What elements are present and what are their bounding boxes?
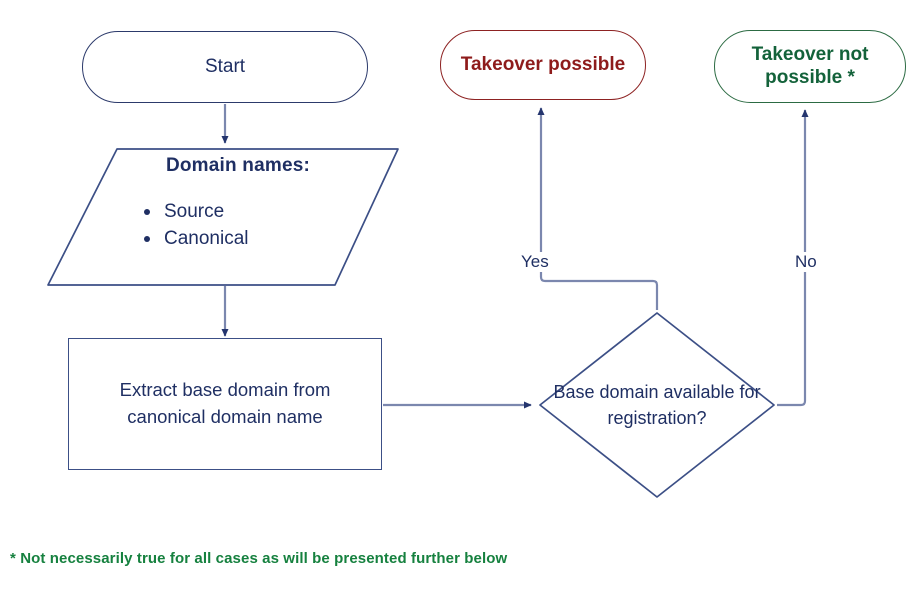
- node-extract-base-domain-label: Extract base domain from canonical domai…: [119, 379, 331, 427]
- domain-names-heading: Domain names:: [165, 155, 311, 176]
- node-extract-base-domain: Extract base domain from canonical domai…: [68, 338, 382, 470]
- list-item: Source: [142, 199, 378, 226]
- node-takeover-not-possible: Takeover not possible *: [714, 30, 906, 103]
- node-start-label: Start: [204, 56, 246, 77]
- domain-names-list: Source Canonical: [98, 199, 378, 253]
- node-takeover-possible-label: Takeover possible: [460, 54, 626, 75]
- decision-text-wrap: Base domain available for registration?: [537, 310, 777, 500]
- node-domain-names-input: Domain names: Source Canonical: [40, 143, 406, 291]
- node-start: Start: [82, 31, 368, 103]
- edge-label-no: No: [793, 252, 819, 272]
- edge-decision-no-to-takeover-not-possible: [777, 109, 809, 407]
- parallelogram-shape: [47, 148, 399, 286]
- node-decision-base-domain-available: Base domain available for registration?: [537, 310, 777, 500]
- domain-names-content: Domain names: Source Canonical: [40, 143, 406, 291]
- node-decision-label: Base domain available for registration?: [553, 381, 761, 428]
- node-takeover-possible: Takeover possible: [440, 30, 646, 100]
- diamond-shape: [539, 312, 775, 498]
- edge-label-yes: Yes: [519, 252, 551, 272]
- node-takeover-not-possible-label: Takeover not possible *: [751, 44, 869, 88]
- footnote-text: * Not necessarily true for all cases as …: [10, 550, 508, 567]
- list-item: Canonical: [142, 226, 378, 253]
- edge-decision-yes-to-takeover-possible: [537, 107, 659, 310]
